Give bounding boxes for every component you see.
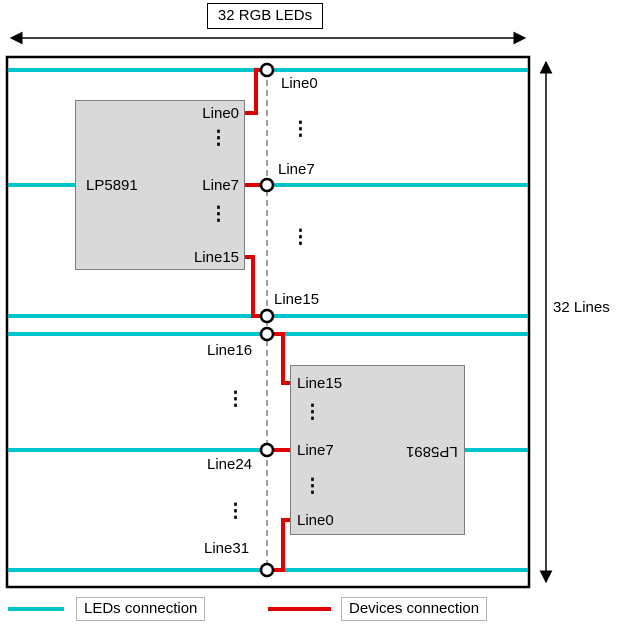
led-panel-outline	[5, 55, 531, 589]
ellipsis-dots: ⋮	[226, 501, 245, 522]
node-label-line15: Line15	[274, 291, 320, 308]
ellipsis-dots: ⋮	[303, 476, 322, 497]
connection-node-line0	[259, 62, 275, 78]
device-lower-pin-line0-label: Line0	[297, 512, 334, 529]
device1-line0-connection	[245, 68, 261, 115]
ellipsis-dots: ⋮	[226, 389, 245, 410]
connection-node-line24	[259, 442, 275, 458]
ellipsis-dots: ⋮	[291, 119, 310, 140]
right-dimension-label: 32 Lines	[553, 299, 610, 316]
node-label-line7: Line7	[278, 161, 315, 178]
device2-line0-connection	[273, 518, 290, 572]
legend-leds-label: LEDs connection	[76, 597, 206, 621]
device-upper-name-label: LP5891	[86, 177, 138, 194]
node-label-line0: Line0	[281, 75, 318, 92]
device1-line15-connection	[245, 255, 261, 318]
device-upper-box: LP5891 Line0 ⋮ Line7 ⋮ Line15	[75, 100, 245, 270]
node-label-line16: Line16	[207, 342, 253, 359]
top-dimension-label: 32 RGB LEDs	[207, 3, 323, 29]
device-lower-box: LP5891 Line15 ⋮ Line7 ⋮ Line0	[290, 365, 465, 535]
connection-node-line15	[259, 308, 275, 324]
ellipsis-dots: ⋮	[303, 402, 322, 423]
device-lower-pin-line7-label: Line7	[297, 442, 334, 459]
connection-node-line7	[259, 177, 275, 193]
device-lower-pin-line15-label: Line15	[297, 375, 343, 392]
device-upper-pin-line0-label: Line0	[202, 105, 239, 122]
device-lower-name-label: LP5891	[406, 443, 458, 460]
legend-devices-label: Devices connection	[341, 597, 488, 621]
ellipsis-dots: ⋮	[209, 204, 228, 225]
connection-node-line31	[259, 562, 275, 578]
ellipsis-dots: ⋮	[209, 128, 228, 149]
ellipsis-dots: ⋮	[291, 227, 310, 248]
node-label-line31: Line31	[204, 540, 250, 557]
device2-line15-connection	[273, 332, 290, 385]
device-upper-pin-line15-label: Line15	[193, 249, 239, 266]
connection-node-line16	[259, 326, 275, 342]
node-label-line24: Line24	[207, 456, 253, 473]
device-upper-pin-line7-label: Line7	[202, 177, 239, 194]
